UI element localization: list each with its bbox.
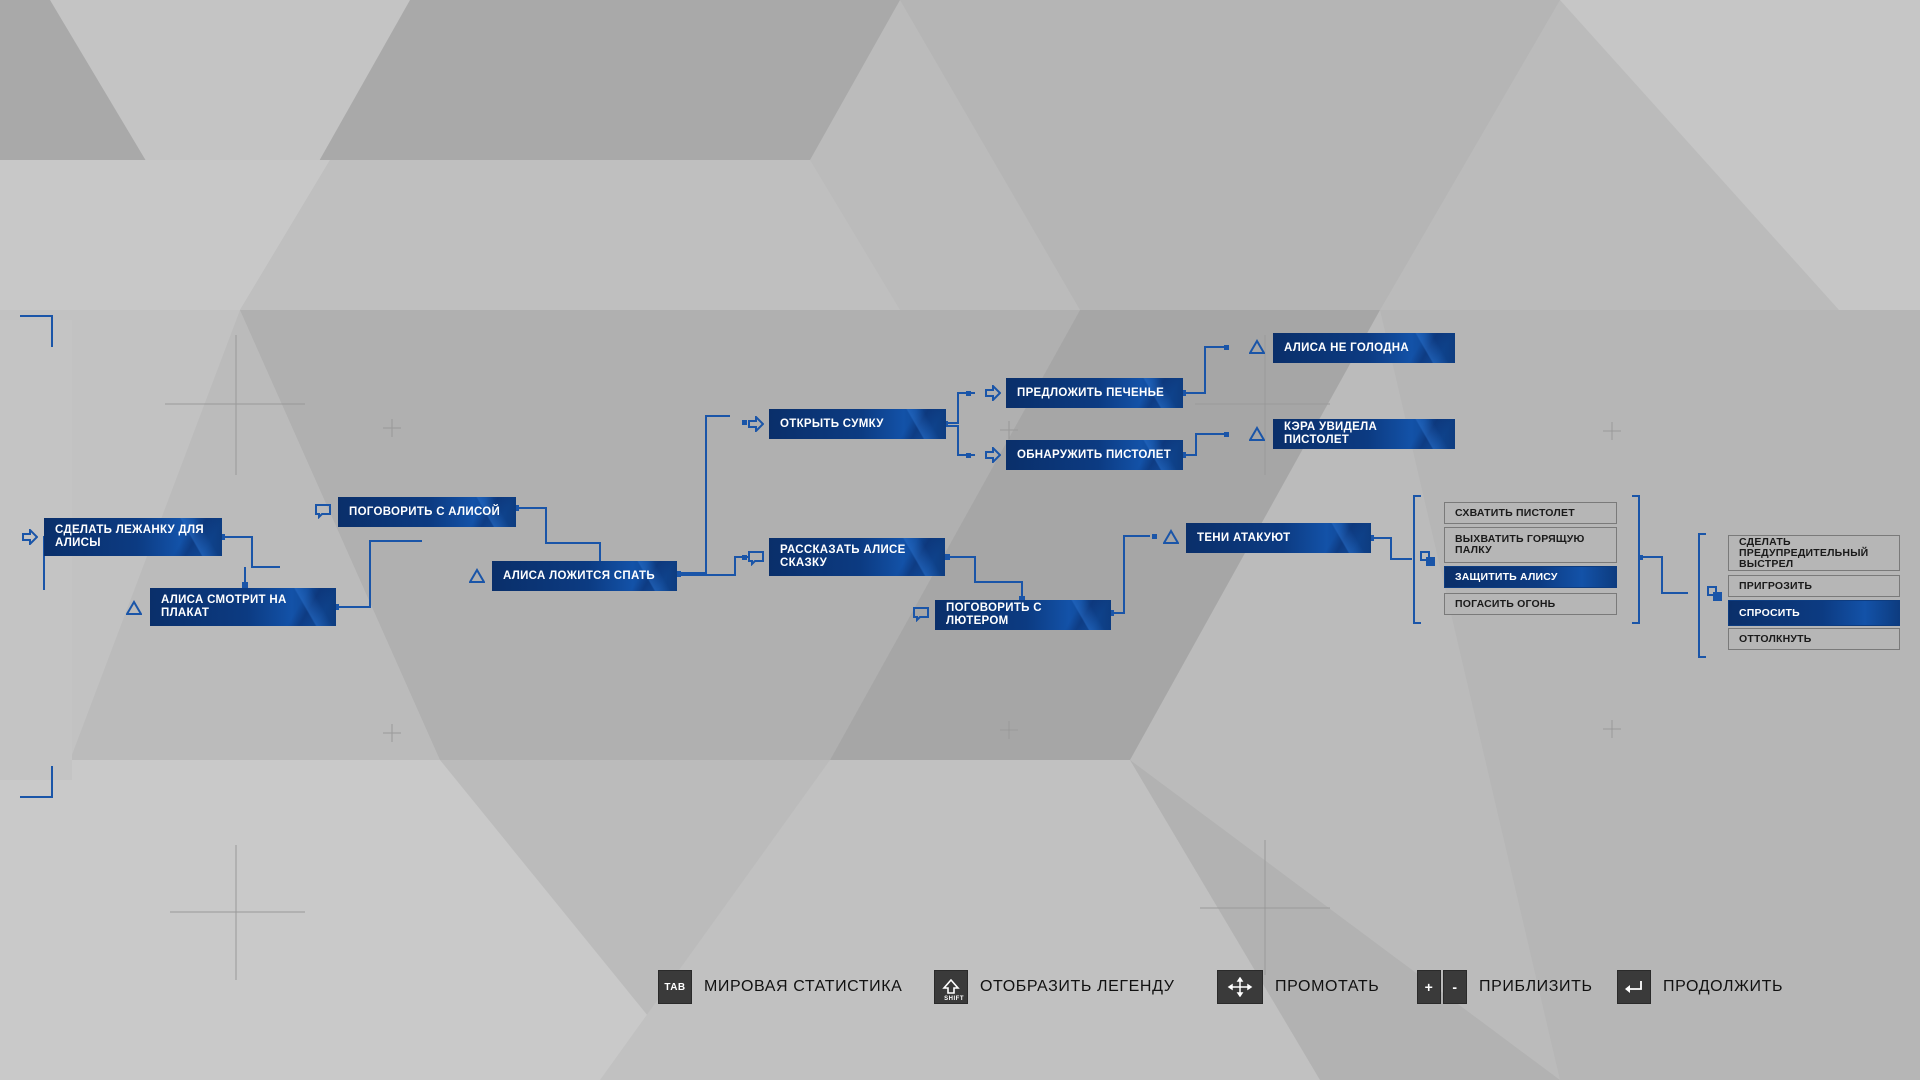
triangle-icon — [469, 568, 485, 583]
choice-put-out-fire[interactable]: ПОГАСИТЬ ОГОНЬ — [1444, 593, 1617, 615]
node-alice-goes-to-sleep[interactable]: АЛИСА ЛОЖИТСЯ СПАТЬ — [492, 561, 677, 591]
zoom-hint[interactable]: + - ПРИБЛИЗИТЬ — [1417, 969, 1593, 1005]
node-alice-looks-at-poster[interactable]: АЛИСА СМОТРИТ НА ПЛАКАТ — [150, 588, 336, 626]
branch-icon — [1707, 586, 1722, 601]
speech-bubble-icon — [913, 607, 929, 622]
shift-key-icon: SHIFT — [934, 970, 968, 1004]
triangle-icon — [1249, 339, 1265, 354]
triangle-icon — [126, 600, 142, 615]
choice-group-bracket — [1632, 495, 1640, 624]
choice-warning-shot[interactable]: СДЕЛАТЬ ПРЕДУПРЕДИТЕЛЬНЫЙ ВЫСТРЕЛ — [1728, 535, 1900, 571]
enter-icon — [1617, 970, 1651, 1004]
world-stats-hint[interactable]: TAB МИРОВАЯ СТАТИСТИКА — [658, 969, 902, 1005]
speech-bubble-icon — [315, 504, 331, 519]
node-alice-not-hungry[interactable]: АЛИСА НЕ ГОЛОДНА — [1273, 333, 1455, 363]
node-kara-saw-gun[interactable]: КЭРА УВИДЕЛА ПИСТОЛЕТ — [1273, 419, 1455, 449]
node-talk-to-alice[interactable]: ПОГОВОРИТЬ С АЛИСОЙ — [338, 497, 516, 527]
speech-bubble-icon — [748, 551, 764, 566]
node-shadows-attack[interactable]: ТЕНИ АТАКУЮТ — [1186, 523, 1371, 553]
choice-group-bracket — [1413, 495, 1421, 624]
show-legend-hint[interactable]: SHIFT ОТОБРАЗИТЬ ЛЕГЕНДУ — [934, 969, 1174, 1005]
arrow-right-icon — [985, 447, 1001, 463]
choice-ask[interactable]: СПРОСИТЬ — [1728, 600, 1900, 626]
choice-protect-alice[interactable]: ЗАЩИТИТЬ АЛИСУ — [1444, 566, 1617, 588]
node-offer-cookies[interactable]: ПРЕДЛОЖИТЬ ПЕЧЕНЬЕ — [1006, 378, 1183, 408]
arrow-right-icon — [985, 385, 1001, 401]
node-talk-to-luther[interactable]: ПОГОВОРИТЬ С ЛЮТЕРОМ — [935, 600, 1111, 630]
triangle-icon — [1249, 426, 1265, 441]
plus-key: + — [1417, 970, 1441, 1004]
node-make-bed[interactable]: СДЕЛАТЬ ЛЕЖАНКУ ДЛЯ АЛИСЫ — [44, 518, 222, 556]
move-arrows-icon — [1217, 970, 1263, 1004]
branch-icon — [1420, 551, 1435, 566]
triangle-icon — [1163, 529, 1179, 544]
continue-hint[interactable]: ПРОДОЛЖИТЬ — [1617, 969, 1783, 1005]
arrow-right-icon — [748, 416, 764, 432]
choice-grab-gun[interactable]: СХВАТИТЬ ПИСТОЛЕТ — [1444, 502, 1617, 524]
pan-hint[interactable]: ПРОМОТАТЬ — [1217, 969, 1379, 1005]
tab-key: TAB — [658, 970, 692, 1004]
node-open-bag[interactable]: ОТКРЫТЬ СУМКУ — [769, 409, 946, 439]
choice-push-away[interactable]: ОТТОЛКНУТЬ — [1728, 628, 1900, 650]
arrow-right-icon — [22, 529, 38, 545]
node-tell-story[interactable]: РАССКАЗАТЬ АЛИСЕ СКАЗКУ — [769, 538, 945, 576]
choice-grab-burning-stick[interactable]: ВЫХВАТИТЬ ГОРЯЩУЮ ПАЛКУ — [1444, 527, 1617, 563]
choice-threaten[interactable]: ПРИГРОЗИТЬ — [1728, 575, 1900, 597]
minus-key: - — [1443, 970, 1467, 1004]
choice-group-bracket — [1698, 533, 1706, 658]
node-find-gun[interactable]: ОБНАРУЖИТЬ ПИСТОЛЕТ — [1006, 440, 1183, 470]
